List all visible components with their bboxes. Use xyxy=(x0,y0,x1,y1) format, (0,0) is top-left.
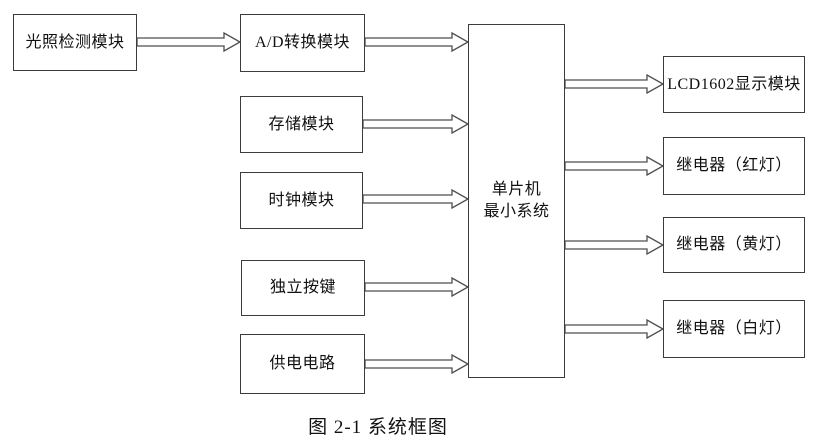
node-lcd1602-display-label: LCD1602显示模块 xyxy=(667,75,801,93)
node-clock-label: 时钟模块 xyxy=(268,191,335,209)
node-storage-label: 存储模块 xyxy=(268,115,335,133)
node-power-supply: 供电电路 xyxy=(240,334,365,394)
arrow-storage-to-mcu-icon xyxy=(362,113,470,135)
arrow-mcu-to-relay-white-icon xyxy=(564,318,665,340)
node-relay-red: 继电器（红灯） xyxy=(663,137,805,195)
node-relay-red-label: 继电器（红灯） xyxy=(676,157,792,175)
arrow-mcu-to-lcd-icon xyxy=(564,73,665,95)
arrow-adc-to-mcu-icon xyxy=(364,31,470,53)
node-relay-yellow-label: 继电器（黄灯） xyxy=(676,236,792,254)
node-storage: 存储模块 xyxy=(240,96,363,153)
mcu-label-line2: 最小系统 xyxy=(483,203,550,220)
node-mcu-minimal-system-label: 单片机 最小系统 xyxy=(483,179,549,222)
node-light-detection: 光照检测模块 xyxy=(13,14,137,71)
arrow-mcu-to-relay-red-icon xyxy=(564,155,665,177)
arrow-clock-to-mcu-icon xyxy=(362,188,470,210)
arrow-light-to-adc-icon xyxy=(136,31,242,53)
node-clock: 时钟模块 xyxy=(240,172,363,229)
node-light-detection-label: 光照检测模块 xyxy=(25,33,125,51)
node-relay-yellow: 继电器（黄灯） xyxy=(663,217,805,273)
node-relay-white: 继电器（白灯） xyxy=(663,300,805,358)
node-relay-white-label: 继电器（白灯） xyxy=(676,320,792,338)
node-power-supply-label: 供电电路 xyxy=(269,355,336,373)
mcu-label-line1: 单片机 xyxy=(491,181,542,199)
node-independent-keys-label: 独立按键 xyxy=(269,279,336,297)
arrow-mcu-to-relay-yellow-icon xyxy=(564,234,665,256)
arrow-power-to-mcu-icon xyxy=(364,353,470,375)
node-independent-keys: 独立按键 xyxy=(241,260,365,316)
node-lcd1602-display: LCD1602显示模块 xyxy=(663,56,805,113)
node-ad-converter: A/D转换模块 xyxy=(240,14,365,72)
node-ad-converter-label: A/D转换模块 xyxy=(254,34,351,52)
figure-caption: 图 2-1 系统框图 xyxy=(308,417,448,438)
arrow-keys-to-mcu-icon xyxy=(364,276,470,298)
node-mcu-minimal-system: 单片机 最小系统 xyxy=(468,24,565,378)
